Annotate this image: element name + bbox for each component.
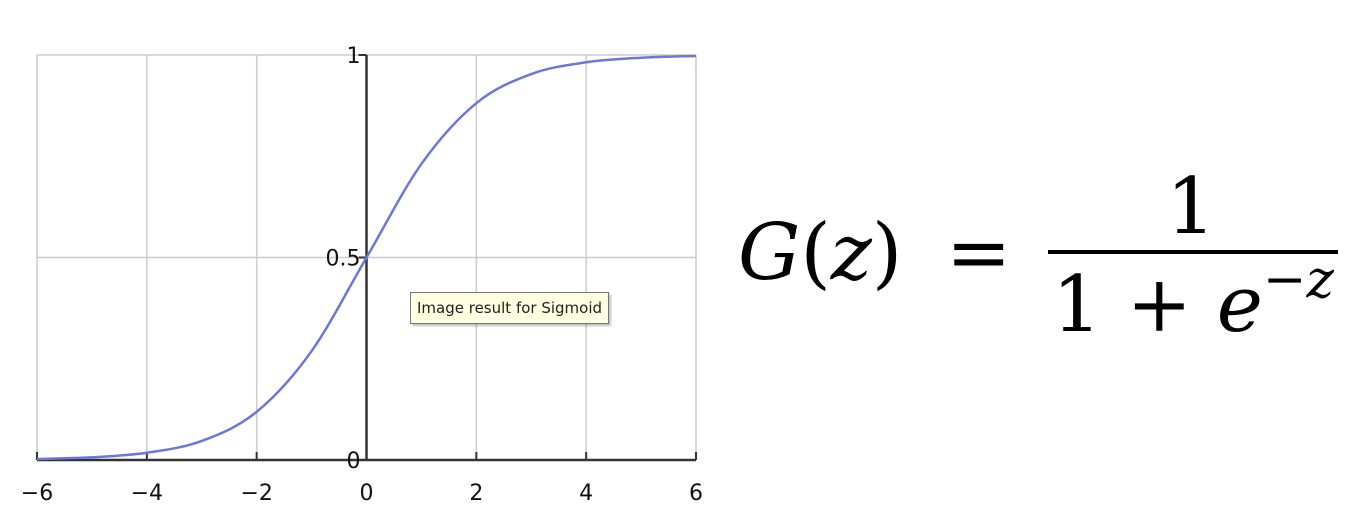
x-tick-label: −2 — [240, 481, 272, 506]
tooltip: Image result for Sigmoid — [410, 292, 610, 324]
tick-labels: −6 −4 −2 0 2 4 6 0 0.5 1 — [21, 44, 703, 506]
series — [36, 54, 697, 461]
x-tick-label: 4 — [579, 481, 593, 506]
formula-equals: = — [946, 208, 1012, 298]
y-tick-label: 0.5 — [326, 247, 361, 272]
formula-numerator: 1 — [1166, 162, 1216, 252]
formula-function-name: G — [738, 208, 801, 298]
x-tick-label: −4 — [131, 481, 163, 506]
sigmoid-formula: G(z) = 1 1 + e−z — [738, 160, 1338, 360]
grid-lines — [36, 54, 697, 460]
x-tick-label: 6 — [689, 481, 703, 506]
x-tick-label: −6 — [21, 481, 53, 506]
formula-exponent: −z — [1262, 250, 1334, 310]
formula-denominator: 1 + e−z — [1048, 254, 1338, 350]
x-tick-label: 2 — [469, 481, 483, 506]
formula-variable: z — [830, 208, 872, 298]
sigmoid-curve — [36, 54, 697, 461]
formula-plus: + — [1126, 260, 1192, 350]
x-tick-label: 0 — [360, 481, 374, 506]
formula-open-paren: ( — [800, 208, 831, 298]
formula-denominator-one: 1 — [1052, 260, 1102, 350]
formula-close-paren: ) — [871, 208, 903, 298]
formula-fraction-bar — [1048, 250, 1338, 254]
sigmoid-chart: −6 −4 −2 0 2 4 6 0 0.5 1 — [21, 44, 703, 506]
y-tick-label: 1 — [347, 44, 361, 69]
y-tick-label: 0 — [347, 449, 361, 474]
formula-base-e: e — [1216, 260, 1263, 350]
formula-lhs: G(z) — [738, 208, 902, 298]
